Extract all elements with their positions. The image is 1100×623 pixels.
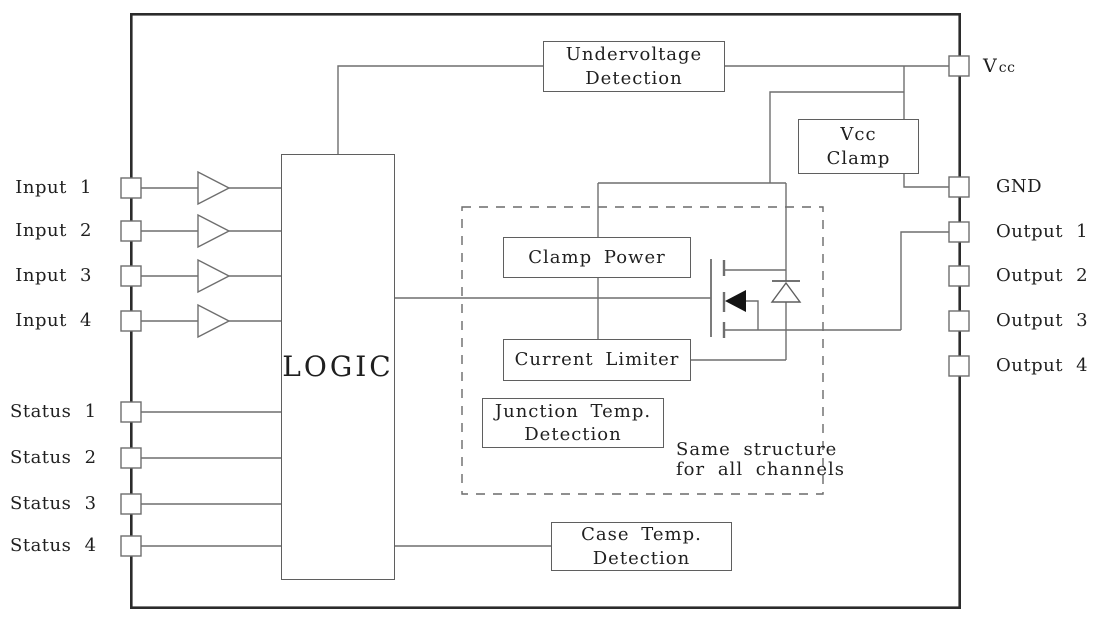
label-input-1: Input 1 xyxy=(15,177,92,198)
wires xyxy=(141,65,949,547)
buffer-input-4-icon xyxy=(197,303,231,339)
pin-output-2 xyxy=(948,265,970,287)
label-input-2: Input 2 xyxy=(15,220,92,241)
label-vcc: Vcc xyxy=(983,55,1015,77)
label-status-2: Status 2 xyxy=(10,447,97,468)
pin-status-2 xyxy=(120,447,142,469)
pin-input-3 xyxy=(120,265,142,287)
wire-vcc-clamp-to-gnd-pin xyxy=(903,174,949,188)
block-clamp-power: Clamp Power xyxy=(503,237,691,278)
label-gnd: GND xyxy=(996,176,1043,197)
label-output-1: Output 1 xyxy=(996,221,1089,242)
label-vcc-sub: cc xyxy=(998,60,1016,76)
buffer-input-1-icon xyxy=(197,170,231,206)
label-status-4: Status 4 xyxy=(10,535,97,556)
pin-gnd xyxy=(948,176,970,198)
mosfet-icon xyxy=(710,259,746,338)
pin-status-3 xyxy=(120,493,142,515)
pin-status-1 xyxy=(120,401,142,423)
diode-triangle xyxy=(770,281,802,303)
label-status-3: Status 3 xyxy=(10,493,97,514)
pin-status-4 xyxy=(120,535,142,557)
block-undervoltage-detection: Undervoltage Detection xyxy=(543,41,725,92)
label-input-4: Input 4 xyxy=(15,310,92,331)
wire-mosfet-body xyxy=(746,300,759,330)
label-status-1: Status 1 xyxy=(10,401,97,422)
block-junction-temp-detection: Junction Temp. Detection xyxy=(482,398,664,448)
buffer-input-3-icon xyxy=(197,258,231,294)
label-input-3: Input 3 xyxy=(15,265,92,286)
label-output-4: Output 4 xyxy=(996,355,1089,376)
pin-output-1 xyxy=(948,221,970,243)
pin-output-4 xyxy=(948,355,970,377)
buffer-input-2-icon xyxy=(197,213,231,249)
input-buffers xyxy=(197,170,231,339)
pin-output-3 xyxy=(948,310,970,332)
pin-input-4 xyxy=(120,310,142,332)
chip-outline xyxy=(130,13,962,610)
block-case-temp-detection: Case Temp. Detection xyxy=(551,522,732,571)
same-structure-note: Same structure for all channels xyxy=(676,439,846,480)
block-vcc-clamp: Vcc Clamp xyxy=(798,119,919,174)
label-vcc-main: V xyxy=(983,55,999,77)
label-output-2: Output 2 xyxy=(996,265,1089,286)
block-logic: LOGIC xyxy=(281,154,395,580)
wire-vcc-tap xyxy=(769,91,904,183)
label-output-3: Output 3 xyxy=(996,310,1089,331)
pin-input-1 xyxy=(120,177,142,199)
block-current-limiter: Current Limiter xyxy=(503,339,691,381)
mosfet-body-arrow xyxy=(725,290,746,312)
diode-icon xyxy=(770,280,802,303)
wire-logic-to-undervoltage xyxy=(337,65,543,154)
pins xyxy=(120,55,970,557)
wire-source-to-output1-pin xyxy=(900,231,949,330)
pin-vcc xyxy=(948,55,970,77)
pin-input-2 xyxy=(120,220,142,242)
